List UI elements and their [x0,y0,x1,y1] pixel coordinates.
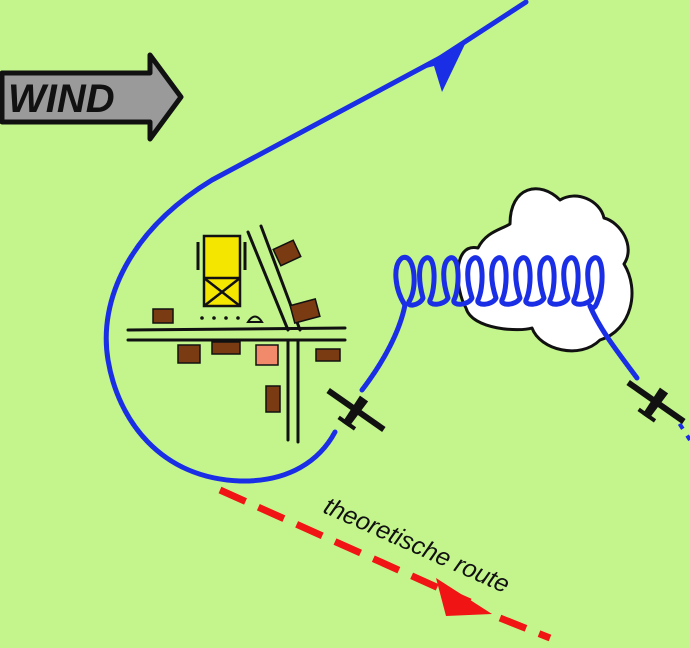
glider-icon [626,380,686,424]
house [272,239,302,267]
house [152,308,174,324]
wind-arrow-icon: WIND [0,52,184,142]
highlighted-house [255,344,279,366]
road-main-left [246,230,290,332]
cloud-icon [456,187,634,353]
theoretical-route-tail [498,614,552,642]
glider-icon [326,388,386,432]
house [315,348,341,362]
house [211,341,241,355]
theoretical-route-arrowhead [436,578,492,616]
wind-label: WIND [8,77,115,121]
house [265,385,281,413]
flight-direction-arrowhead [410,42,466,92]
road-cross-top [126,326,347,332]
house [177,344,201,364]
hangar-building [196,234,247,308]
theoretical-route-line [218,486,472,606]
village-map-icon [126,224,347,444]
house [289,298,321,324]
